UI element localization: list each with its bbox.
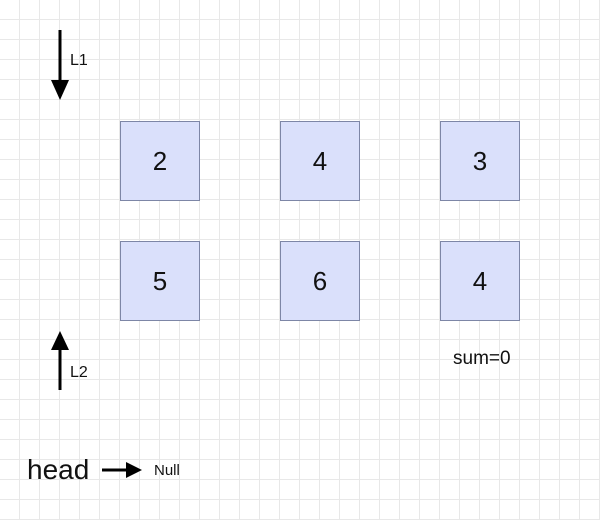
l1-node: 3 — [440, 121, 520, 201]
l2-node: 4 — [440, 241, 520, 321]
l2-label: L2 — [70, 364, 88, 381]
sum-label: sum=0 — [453, 348, 511, 369]
l2-arrow — [51, 331, 69, 390]
l1-node: 2 — [120, 121, 200, 201]
l2-node: 6 — [280, 241, 360, 321]
l1-arrow — [51, 30, 69, 100]
l2-node: 5 — [120, 241, 200, 321]
head-arrow — [102, 462, 142, 478]
null-label: Null — [154, 462, 180, 479]
head-label: head — [27, 454, 90, 485]
l1-label: L1 — [70, 52, 88, 69]
l1-node: 4 — [280, 121, 360, 201]
